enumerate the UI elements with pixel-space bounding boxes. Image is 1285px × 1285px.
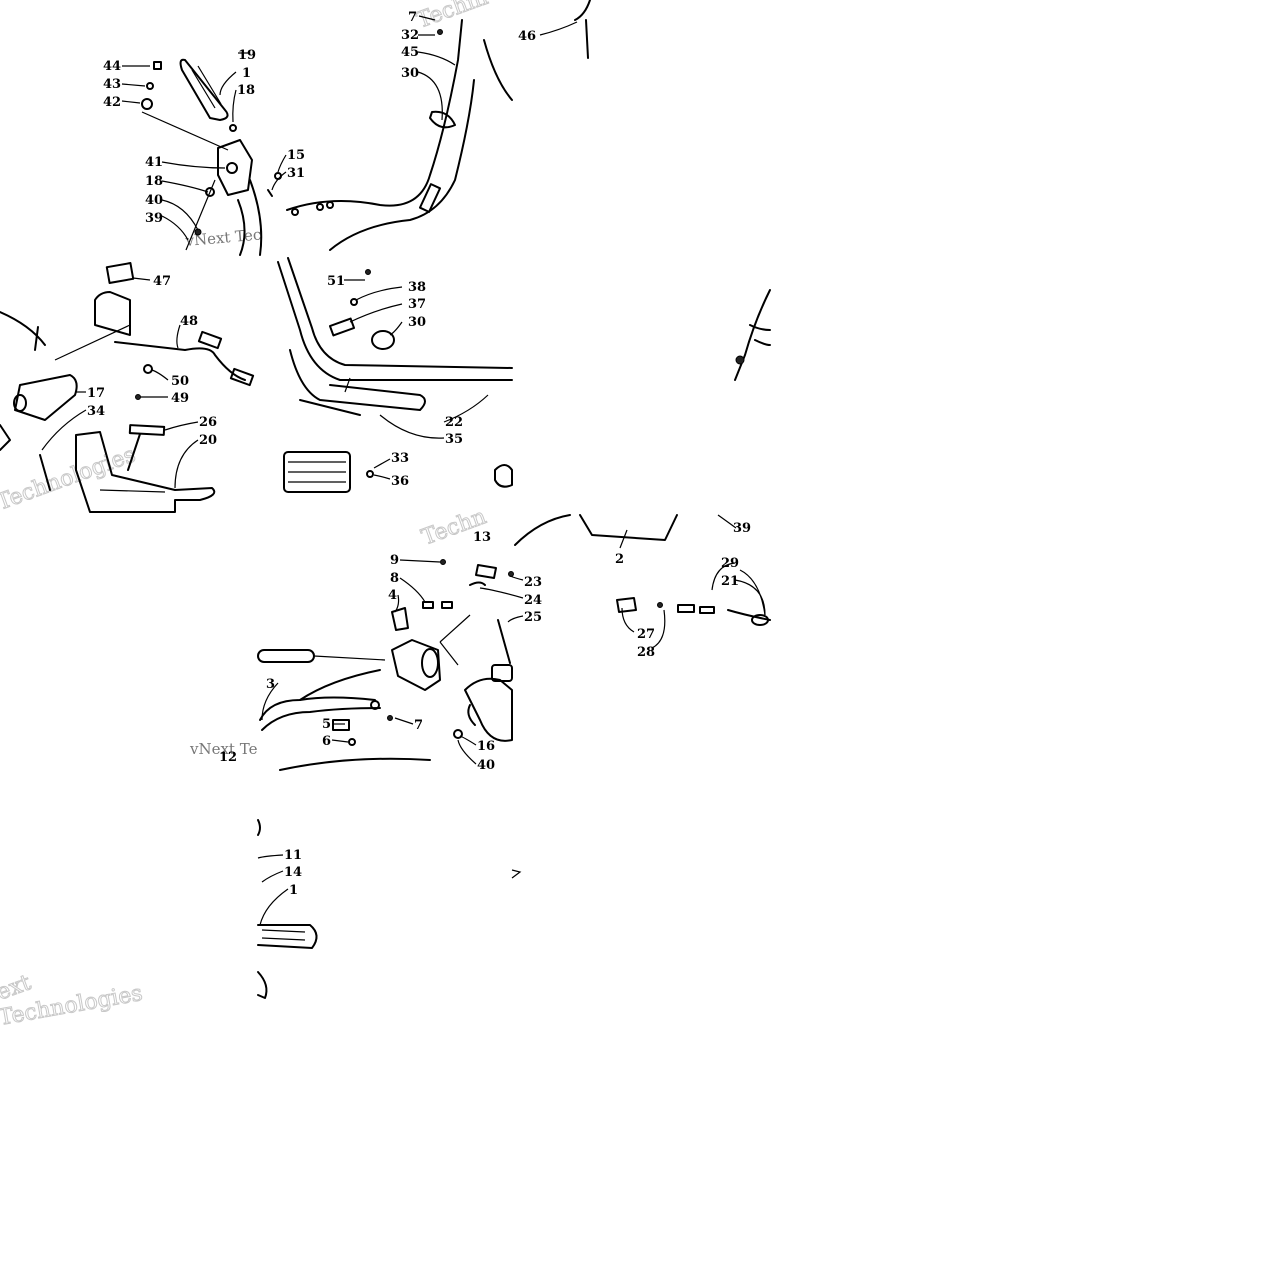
callout-label: 22 bbox=[445, 415, 463, 430]
callout-label: 40 bbox=[477, 758, 495, 773]
callout-label: 8 bbox=[390, 571, 399, 586]
callout-label: 36 bbox=[391, 474, 409, 489]
callout-label: 5 bbox=[322, 717, 331, 732]
callout-label: 7 bbox=[414, 718, 423, 733]
leader-lines bbox=[41, 15, 766, 926]
callout-label: 51 bbox=[327, 274, 345, 289]
callout-label: 43 bbox=[103, 77, 121, 92]
callout-label: 37 bbox=[408, 297, 426, 312]
cable-anchor-assembly bbox=[579, 514, 771, 626]
callout-label: 17 bbox=[87, 386, 105, 401]
handlebar-pad bbox=[283, 451, 351, 493]
callout-label: 2 bbox=[615, 552, 624, 567]
callout-label: 25 bbox=[524, 610, 542, 625]
callout-label: 46 bbox=[518, 29, 536, 44]
callout-label: 48 bbox=[180, 314, 198, 329]
callout-label: 23 bbox=[524, 575, 542, 590]
callout-label: 40 bbox=[145, 193, 163, 208]
right-grip bbox=[257, 819, 522, 999]
callout-label: 20 bbox=[199, 433, 217, 448]
callout-label: 45 bbox=[401, 45, 419, 60]
callout-label: 47 bbox=[153, 274, 171, 289]
callout-label: 31 bbox=[287, 166, 305, 181]
callout-label: 11 bbox=[284, 848, 302, 863]
callout-label: 18 bbox=[145, 174, 163, 189]
watermark-text: vNext Te bbox=[189, 740, 258, 758]
callout-label: 6 bbox=[322, 734, 331, 749]
callout-label: 16 bbox=[477, 739, 495, 754]
callout-label: 26 bbox=[199, 415, 217, 430]
throttle-cable bbox=[286, 0, 591, 251]
callout-label: 32 bbox=[401, 28, 419, 43]
callout-label: 44 bbox=[103, 59, 121, 74]
callout-label: 3 bbox=[266, 677, 275, 692]
callout-label: 19 bbox=[238, 48, 256, 63]
callout-label: 42 bbox=[103, 95, 121, 110]
watermarks: Techni vNext Tec Technologies Techn vNex… bbox=[0, 0, 492, 1031]
callout-label: 9 bbox=[390, 553, 399, 568]
callout-label: 13 bbox=[473, 530, 491, 545]
callout-label: 30 bbox=[408, 315, 426, 330]
callout-label: 1 bbox=[289, 883, 298, 898]
callout-label: 50 bbox=[171, 374, 189, 389]
callout-label: 27 bbox=[637, 627, 655, 642]
handlebar bbox=[277, 257, 513, 493]
callout-label: 39 bbox=[733, 521, 751, 536]
watermark-text: Technologies bbox=[0, 442, 139, 515]
callout-label: 34 bbox=[87, 404, 105, 419]
callout-label: 12 bbox=[219, 750, 237, 765]
callout-label: 49 bbox=[171, 391, 189, 406]
callout-label: 4 bbox=[388, 588, 397, 603]
callout-label: 7 bbox=[408, 10, 417, 25]
callout-label: 35 bbox=[445, 432, 463, 447]
brake-lever-assembly bbox=[257, 514, 571, 771]
cable-end-fitting bbox=[734, 289, 771, 381]
callout-label: 29 bbox=[721, 556, 739, 571]
grip-throttle-assembly bbox=[141, 58, 282, 256]
callout-label: 33 bbox=[391, 451, 409, 466]
callout-label: 24 bbox=[524, 593, 542, 608]
callout-label: 1 bbox=[242, 66, 251, 81]
callout-label: 41 bbox=[145, 155, 163, 170]
watermark-text: Techni bbox=[414, 0, 492, 34]
callout-label: 21 bbox=[721, 574, 739, 589]
callout-label: 30 bbox=[401, 66, 419, 81]
callout-labels: 7 32 45 30 46 44 43 42 19 1 18 41 18 40 … bbox=[87, 10, 751, 898]
callout-label: 39 bbox=[145, 211, 163, 226]
callout-label: 15 bbox=[287, 148, 305, 163]
watermark-text: vNext Tec bbox=[184, 225, 262, 250]
switch-bracket-assembly bbox=[0, 262, 255, 513]
callout-label: 18 bbox=[237, 83, 255, 98]
callout-label: 38 bbox=[408, 280, 426, 295]
callout-label: 28 bbox=[637, 645, 655, 660]
callout-label: 14 bbox=[284, 865, 302, 880]
